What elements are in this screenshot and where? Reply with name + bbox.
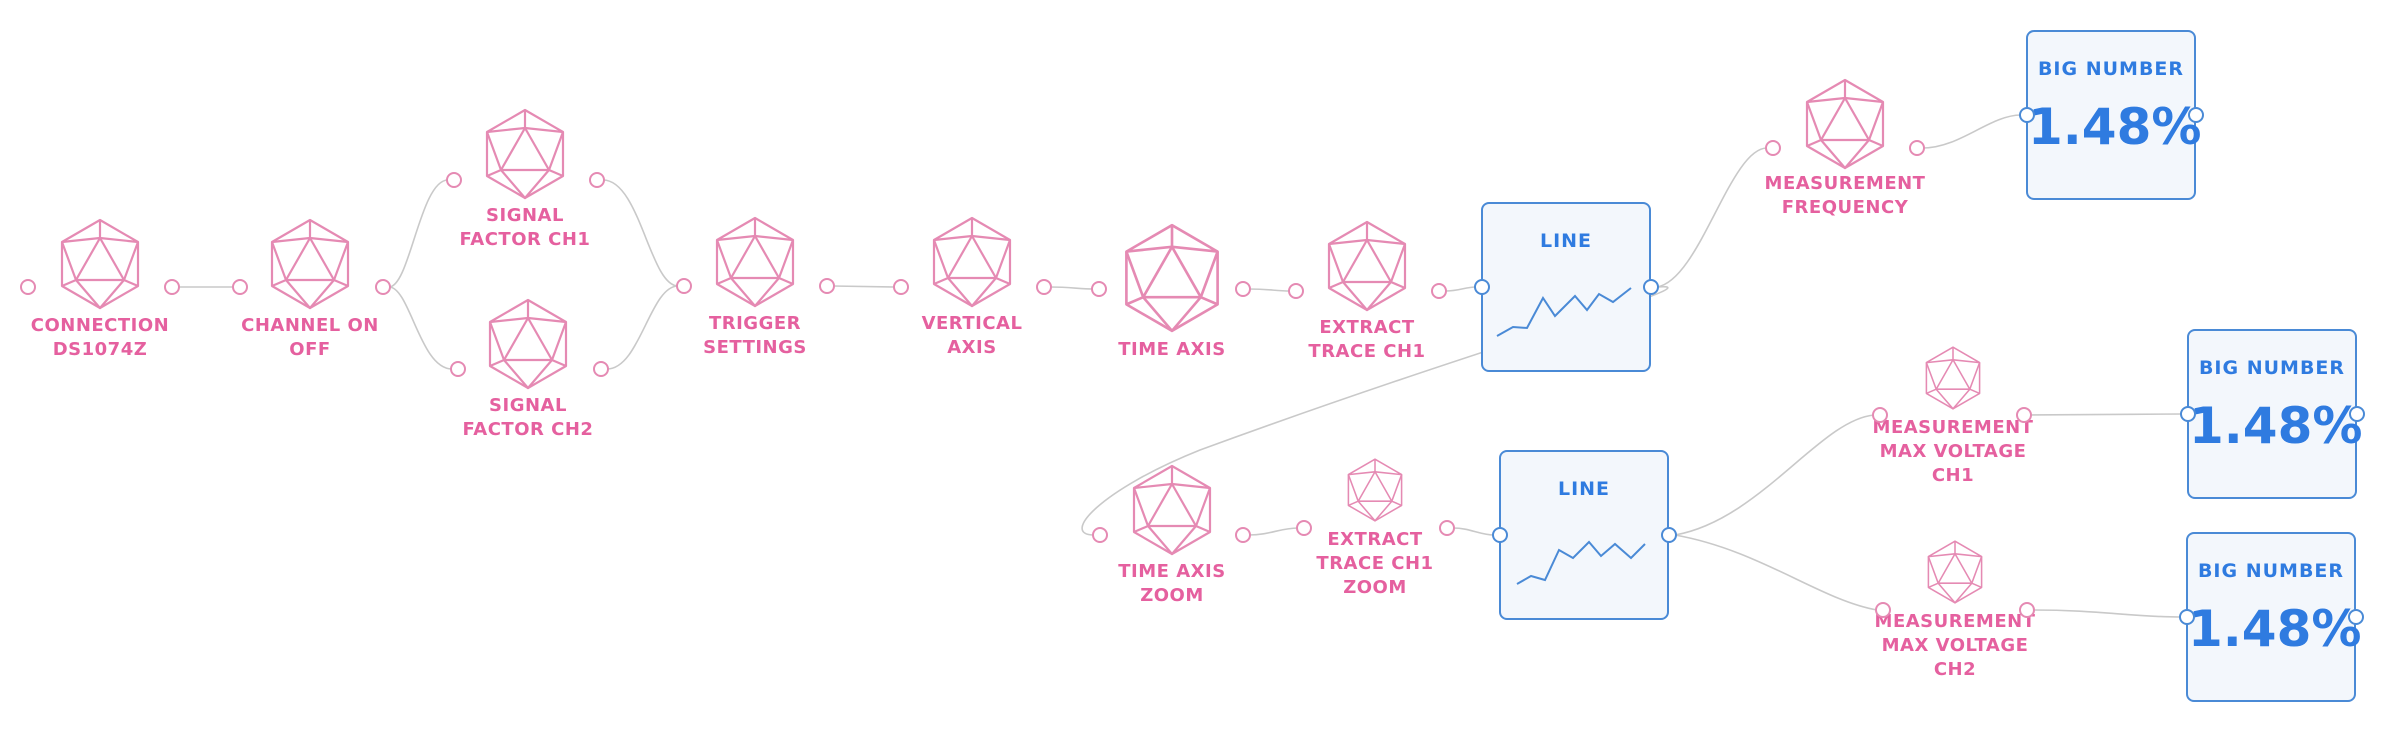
input-port[interactable] bbox=[1091, 281, 1107, 297]
output-port[interactable] bbox=[1036, 279, 1052, 295]
big-number-value: 1.48% bbox=[2188, 600, 2362, 658]
connection-wire bbox=[1452, 527, 1495, 536]
connection-wire bbox=[1674, 414, 1875, 536]
icosahedron-icon[interactable] bbox=[1918, 343, 1988, 413]
widget-title: BIG NUMBER bbox=[2037, 58, 2185, 80]
icosahedron-icon[interactable] bbox=[260, 214, 360, 314]
widget-title: BIG NUMBER bbox=[2198, 357, 2346, 379]
big-number-widget[interactable]: BIG NUMBER 1.48% bbox=[2186, 532, 2362, 702]
input-port[interactable] bbox=[1092, 527, 1108, 543]
input-port[interactable] bbox=[450, 361, 466, 377]
connection-wire bbox=[388, 286, 453, 370]
icosahedron-icon[interactable] bbox=[1112, 218, 1232, 338]
input-port[interactable] bbox=[1296, 520, 1312, 536]
icosahedron-icon[interactable] bbox=[478, 294, 578, 394]
big-number-widget[interactable]: BIG NUMBER 1.48% bbox=[2187, 329, 2363, 499]
node-label-channel: CHANNEL ON OFF bbox=[241, 315, 379, 360]
node-label-connection: CONNECTION DS1074Z bbox=[30, 315, 170, 360]
node-label-vertical: VERTICAL AXIS bbox=[921, 313, 1023, 358]
output-port[interactable] bbox=[2019, 602, 2035, 618]
connection-wire bbox=[1674, 534, 1878, 611]
output-port[interactable] bbox=[1909, 140, 1925, 156]
connection-wire bbox=[832, 285, 896, 288]
icosahedron-icon[interactable] bbox=[1340, 455, 1410, 525]
icosahedron-icon[interactable] bbox=[50, 214, 150, 314]
node-label-tazoom: TIME AXIS ZOOM bbox=[1118, 561, 1226, 606]
input-port[interactable] bbox=[232, 279, 248, 295]
widget-title: LINE bbox=[1539, 230, 1593, 252]
output-port[interactable] bbox=[2016, 407, 2032, 423]
node-label-extract1: EXTRACT TRACE CH1 bbox=[1308, 317, 1426, 362]
node-label-timeaxis: TIME AXIS bbox=[1118, 339, 1226, 360]
connection-wire bbox=[606, 285, 679, 370]
node-label-sig1: SIGNAL FACTOR CH1 bbox=[459, 205, 591, 250]
node-label-sig2: SIGNAL FACTOR CH2 bbox=[462, 395, 594, 440]
icosahedron-icon[interactable] bbox=[1122, 460, 1222, 560]
input-port[interactable] bbox=[1875, 602, 1891, 618]
output-port[interactable] bbox=[1661, 527, 1677, 543]
output-port[interactable] bbox=[589, 172, 605, 188]
input-port[interactable] bbox=[446, 172, 462, 188]
connection-wire bbox=[1248, 527, 1299, 536]
connection-wire bbox=[2029, 413, 2183, 416]
widget-title: BIG NUMBER bbox=[2197, 560, 2345, 582]
input-port[interactable] bbox=[20, 279, 36, 295]
output-port[interactable] bbox=[593, 361, 609, 377]
output-port[interactable] bbox=[1431, 283, 1447, 299]
output-port[interactable] bbox=[1235, 527, 1251, 543]
icosahedron-icon[interactable] bbox=[1317, 216, 1417, 316]
input-port[interactable] bbox=[1474, 279, 1490, 295]
output-port[interactable] bbox=[819, 278, 835, 294]
output-port[interactable] bbox=[375, 279, 391, 295]
line-chart-icon bbox=[1496, 287, 1632, 337]
icosahedron-icon[interactable] bbox=[922, 212, 1022, 312]
output-port[interactable] bbox=[2349, 406, 2365, 422]
widget-title: LINE bbox=[1557, 478, 1611, 500]
connection-wire bbox=[1248, 288, 1291, 292]
big-number-widget[interactable]: BIG NUMBER 1.48% bbox=[2026, 30, 2202, 200]
output-port[interactable] bbox=[2348, 609, 2364, 625]
line-widget[interactable]: LINE bbox=[1481, 202, 1651, 372]
icosahedron-icon[interactable] bbox=[1920, 537, 1990, 607]
line-widget[interactable]: LINE bbox=[1499, 450, 1669, 620]
input-port[interactable] bbox=[1872, 407, 1888, 423]
icosahedron-icon[interactable] bbox=[1795, 74, 1895, 174]
input-port[interactable] bbox=[1765, 140, 1781, 156]
node-label-measfreq: MEASUREMENT FREQUENCY bbox=[1764, 173, 1926, 218]
icosahedron-icon[interactable] bbox=[705, 212, 805, 312]
output-port[interactable] bbox=[1235, 281, 1251, 297]
input-port[interactable] bbox=[1288, 283, 1304, 299]
node-label-meas2: MEASUREMENT MAX VOLTAGE CH2 bbox=[1874, 611, 2036, 680]
node-label-extractzoom: EXTRACT TRACE CH1 ZOOM bbox=[1316, 529, 1434, 598]
input-port[interactable] bbox=[2180, 406, 2196, 422]
big-number-value: 1.48% bbox=[2189, 397, 2363, 455]
line-chart-icon bbox=[1516, 540, 1646, 585]
output-port[interactable] bbox=[1439, 520, 1455, 536]
connection-wire bbox=[1049, 286, 1094, 290]
connection-wire bbox=[1081, 285, 1669, 536]
output-port[interactable] bbox=[2188, 107, 2204, 123]
icosahedron-icon[interactable] bbox=[475, 104, 575, 204]
node-label-trigger: TRIGGER SETTINGS bbox=[703, 313, 807, 358]
big-number-value: 1.48% bbox=[2028, 98, 2202, 156]
connection-wire bbox=[602, 179, 679, 287]
output-port[interactable] bbox=[164, 279, 180, 295]
connection-wire bbox=[2032, 609, 2182, 618]
input-port[interactable] bbox=[2179, 609, 2195, 625]
connection-wire bbox=[388, 179, 449, 288]
node-label-meas1: MEASUREMENT MAX VOLTAGE CH1 bbox=[1872, 417, 2034, 486]
connection-wire bbox=[1444, 286, 1477, 292]
connection-wire bbox=[1656, 147, 1768, 288]
input-port[interactable] bbox=[676, 278, 692, 294]
connection-wire bbox=[1922, 114, 2022, 149]
output-port[interactable] bbox=[1643, 279, 1659, 295]
input-port[interactable] bbox=[1492, 527, 1508, 543]
input-port[interactable] bbox=[893, 279, 909, 295]
input-port[interactable] bbox=[2019, 107, 2035, 123]
